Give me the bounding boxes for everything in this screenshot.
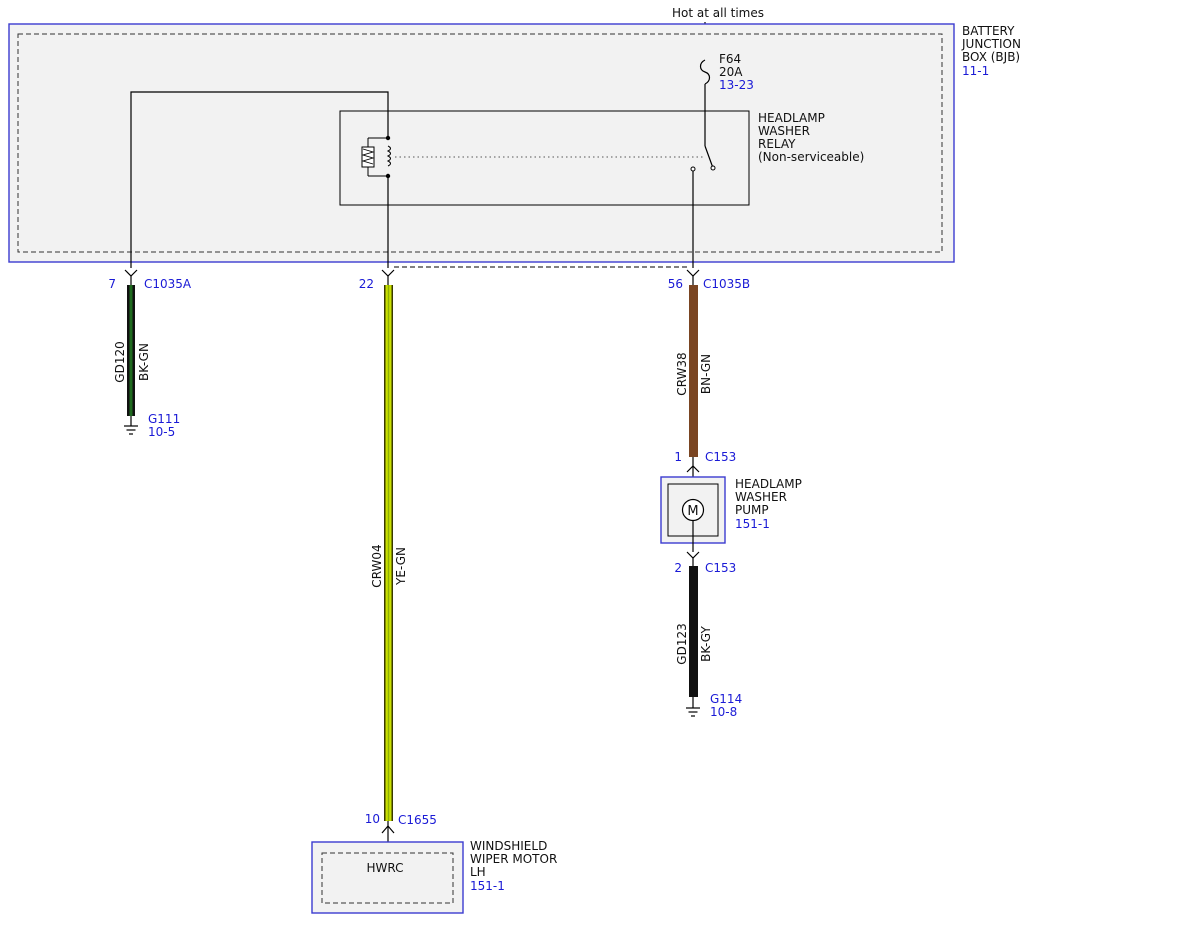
connector-c1035 — [124, 266, 700, 277]
wire-crw04-color: YE-GN — [394, 547, 408, 586]
wire-crw04-circuit: CRW04 — [370, 544, 384, 587]
ground-icon — [686, 707, 700, 717]
bjb-name-line-3: BOX (BJB) — [962, 50, 1020, 64]
relay-coil — [361, 135, 391, 179]
supply-label: Hot at all times — [672, 6, 764, 20]
ground-g111-id[interactable]: G111 — [148, 412, 180, 426]
wire-gd120-color: BK-GN — [137, 343, 151, 381]
c153-pin2-number: 2 — [674, 561, 682, 575]
headlamp-washer-pump: M HEADLAMP WASHER PUMP 151-1 — [660, 466, 802, 552]
c153-b-connector-label[interactable]: C153 — [705, 561, 736, 575]
wiper-motor-outline — [311, 841, 464, 914]
c153-a-connector-label[interactable]: C153 — [705, 450, 736, 464]
relay-name-line-2: WASHER — [758, 124, 810, 138]
bjb-page-ref[interactable]: 11-1 — [962, 64, 989, 78]
wiper-motor-name-line-1: WINDSHIELD — [470, 839, 547, 853]
wire-crw38-color: BN-GN — [699, 354, 713, 394]
pump-name-line-1: HEADLAMP — [735, 477, 802, 491]
c1655-pin-number: 10 — [365, 812, 380, 826]
pump-motor-symbol: M — [687, 504, 698, 519]
relay-switch — [690, 145, 716, 172]
c1035b-connector-label[interactable]: C1035B — [703, 277, 750, 291]
bjb-name-line-2: JUNCTION — [961, 37, 1021, 51]
headlamp-washer-relay: HEADLAMP WASHER RELAY (Non-serviceable) — [339, 110, 864, 206]
relay-outline — [339, 110, 750, 206]
ground-g114-ref[interactable]: 10-8 — [710, 705, 737, 719]
ground-g111: G111 10-5 — [124, 412, 180, 439]
wiper-motor-page-ref[interactable]: 151-1 — [470, 879, 505, 893]
wire-crw38: CRW38 BN-GN — [675, 276, 713, 466]
ground-g114-id[interactable]: G114 — [710, 692, 742, 706]
ground-g114: G114 10-8 — [686, 692, 742, 719]
bjb-internal-wire-coil-ground — [130, 91, 389, 268]
pump-page-ref[interactable]: 151-1 — [735, 517, 770, 531]
ground-icon — [124, 425, 138, 435]
c1035-pin-22-number: 22 — [359, 277, 374, 291]
wiper-motor-name-line-2: WIPER MOTOR — [470, 852, 557, 866]
fuse-f64: F64 20A 13-23 — [699, 52, 754, 146]
c1655-connector-label[interactable]: C1655 — [398, 813, 437, 827]
wire-crw04: CRW04 YE-GN — [370, 276, 408, 826]
wire-gd120-circuit: GD120 — [113, 341, 127, 382]
fuse-rating: 20A — [719, 65, 743, 79]
wire-crw38-circuit: CRW38 — [675, 352, 689, 395]
wire-gd123: GD123 BK-GY — [675, 558, 713, 708]
c153-pin1-number: 1 — [674, 450, 682, 464]
hwrc-module-label: HWRC — [366, 861, 403, 875]
c1035a-pin-number: 7 — [108, 277, 116, 291]
ground-g111-ref[interactable]: 10-5 — [148, 425, 175, 439]
c1035a-connector-label[interactable]: C1035A — [144, 277, 192, 291]
bjb-outline — [8, 23, 955, 263]
fuse-id: F64 — [719, 52, 741, 66]
hwrc-module-outline — [321, 852, 454, 904]
wire-gd123-color: BK-GY — [699, 626, 713, 662]
relay-name-line-3: RELAY — [758, 137, 796, 151]
c153-pin2-mark — [686, 551, 700, 559]
bjb-name-line-1: BATTERY — [962, 24, 1015, 38]
pump-name-line-3: PUMP — [735, 503, 769, 517]
wire-gd123-circuit: GD123 — [675, 623, 689, 664]
c1035b-pin-number: 56 — [668, 277, 683, 291]
wire-gd120: GD120 BK-GN — [113, 276, 151, 426]
windshield-wiper-motor-lh: HWRC WINDSHIELD WIPER MOTOR LH 151-1 — [311, 826, 557, 914]
fuse-page-ref[interactable]: 13-23 — [719, 78, 754, 92]
bjb-internal-outline — [17, 33, 943, 253]
fuse-symbol — [699, 59, 711, 85]
relay-name-line-1: HEADLAMP — [758, 111, 825, 125]
battery-junction-box: BATTERY JUNCTION BOX (BJB) 11-1 — [8, 23, 1021, 263]
pump-name-line-2: WASHER — [735, 490, 787, 504]
wiper-motor-name-line-3: LH — [470, 865, 486, 879]
relay-name-line-4: (Non-serviceable) — [758, 150, 864, 164]
